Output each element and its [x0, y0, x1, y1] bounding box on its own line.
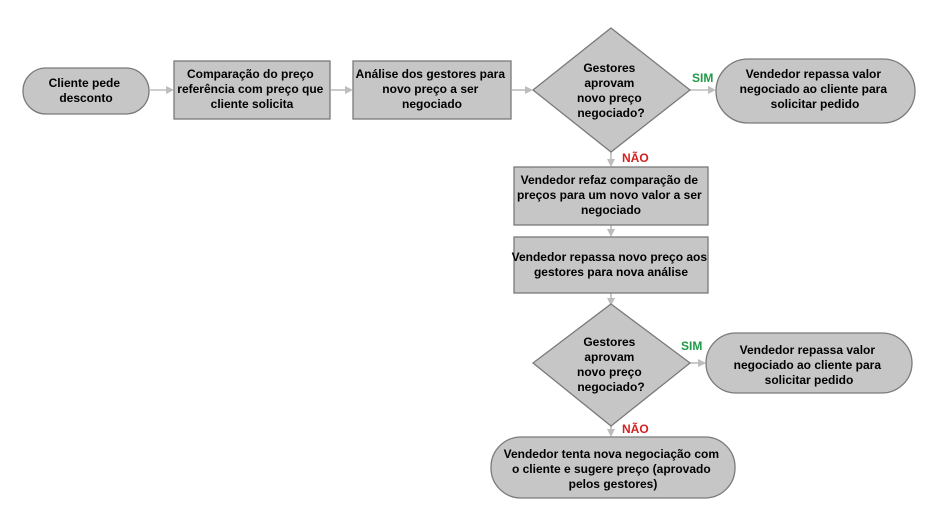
node-start-line-1: Cliente pede: [49, 76, 121, 90]
node-resend-line-2: gestores para nova análise: [534, 265, 688, 279]
node-end1-line-2: negociado ao cliente para: [740, 82, 888, 96]
arrowhead: [607, 429, 615, 437]
node-final-line-1: Vendedor tenta nova negociação com: [504, 447, 719, 461]
node-decision1-line-2: aprovam: [584, 76, 634, 90]
node-final-label: Vendedor tenta nova negociação com o cli…: [504, 447, 723, 491]
node-compare-line-1: Comparação do preço: [187, 67, 314, 81]
node-redo-shape: [513, 166, 709, 226]
node-resend-label: Vendedor repassa novo preço aos gestores…: [512, 250, 711, 279]
node-redo-line-1: Vendedor refaz comparação de: [521, 173, 699, 187]
node-end2-label: Vendedor repassa valor negociado ao clie…: [734, 343, 885, 387]
node-end1-line-3: solicitar pedido: [771, 97, 860, 111]
edge-label-no-1: NÃO: [622, 150, 649, 165]
node-decision1-shape: [531, 27, 692, 153]
node-redo-line-3: negociado: [581, 203, 641, 217]
node-decision2-line-4: negociado?: [577, 380, 644, 394]
node-resend-line-1: Vendedor repassa novo preço aos: [512, 250, 708, 264]
edge-label-no-2: NÃO: [622, 421, 649, 436]
arrowhead: [525, 86, 533, 94]
edge-label-yes-2: SIM: [681, 339, 702, 353]
edge-label-yes-1: SIM: [692, 71, 713, 85]
node-decision1-label: Gestores aprovam novo preço negociado?: [577, 61, 645, 120]
node-end2-shape: [705, 332, 913, 394]
node-compare-shape: [173, 60, 331, 120]
node-decision1-line-4: negociado?: [577, 106, 644, 120]
node-decision1-line-1: Gestores: [583, 61, 635, 75]
node-decision2-line-2: aprovam: [584, 350, 634, 364]
connectors: [150, 86, 716, 437]
node-final-line-2: o cliente e sugere preço (aprovado: [512, 462, 711, 476]
node-end2-line-3: solicitar pedido: [765, 373, 854, 387]
node-redo-label: Vendedor refaz comparação de preços para…: [517, 173, 705, 217]
node-end2-line-2: negociado ao cliente para: [734, 358, 882, 372]
node-decision2-line-3: novo preço: [577, 365, 642, 379]
node-end2-line-1: Vendedor repassa valor: [740, 343, 876, 357]
node-analysis-line-1: Análise dos gestores para: [356, 67, 506, 81]
node-compare-line-2: referência com preço que: [177, 82, 323, 96]
node-analysis-line-3: negociado: [402, 97, 462, 111]
node-analysis-label: Análise dos gestores para novo preço a s…: [356, 67, 509, 111]
node-analysis-shape: [352, 60, 512, 120]
node-redo-line-2: preços para um novo valor a ser: [517, 188, 702, 202]
node-decision2-shape: [531, 303, 692, 427]
node-resend-shape: [513, 236, 709, 294]
node-end1-shape: [715, 58, 916, 124]
node-start-shape: [22, 67, 150, 115]
node-decision2-line-1: Gestores: [583, 335, 635, 349]
shapes: [22, 27, 916, 499]
node-compare-label: Comparação do preço referência com preço…: [177, 67, 326, 111]
node-end1-line-1: Vendedor repassa valor: [746, 67, 882, 81]
node-analysis-line-2: novo preço a ser: [382, 82, 478, 96]
node-end1-label: Vendedor repassa valor negociado ao clie…: [740, 67, 891, 111]
arrowhead: [607, 298, 615, 306]
node-final-shape: [490, 436, 736, 499]
arrowhead: [607, 159, 615, 167]
node-compare-line-3: cliente solicita: [211, 97, 294, 111]
node-final-line-3: pelos gestores): [569, 477, 658, 491]
arrowhead: [345, 86, 353, 94]
arrowhead: [166, 86, 174, 94]
arrowhead: [607, 229, 615, 237]
node-start-label: Cliente pede desconto: [49, 76, 124, 105]
node-decision1-line-3: novo preço: [577, 91, 642, 105]
arrowhead: [708, 86, 716, 94]
node-start-line-2: desconto: [59, 91, 112, 105]
arrowhead: [698, 359, 706, 367]
node-decision2-label: Gestores aprovam novo preço negociado?: [577, 335, 645, 394]
